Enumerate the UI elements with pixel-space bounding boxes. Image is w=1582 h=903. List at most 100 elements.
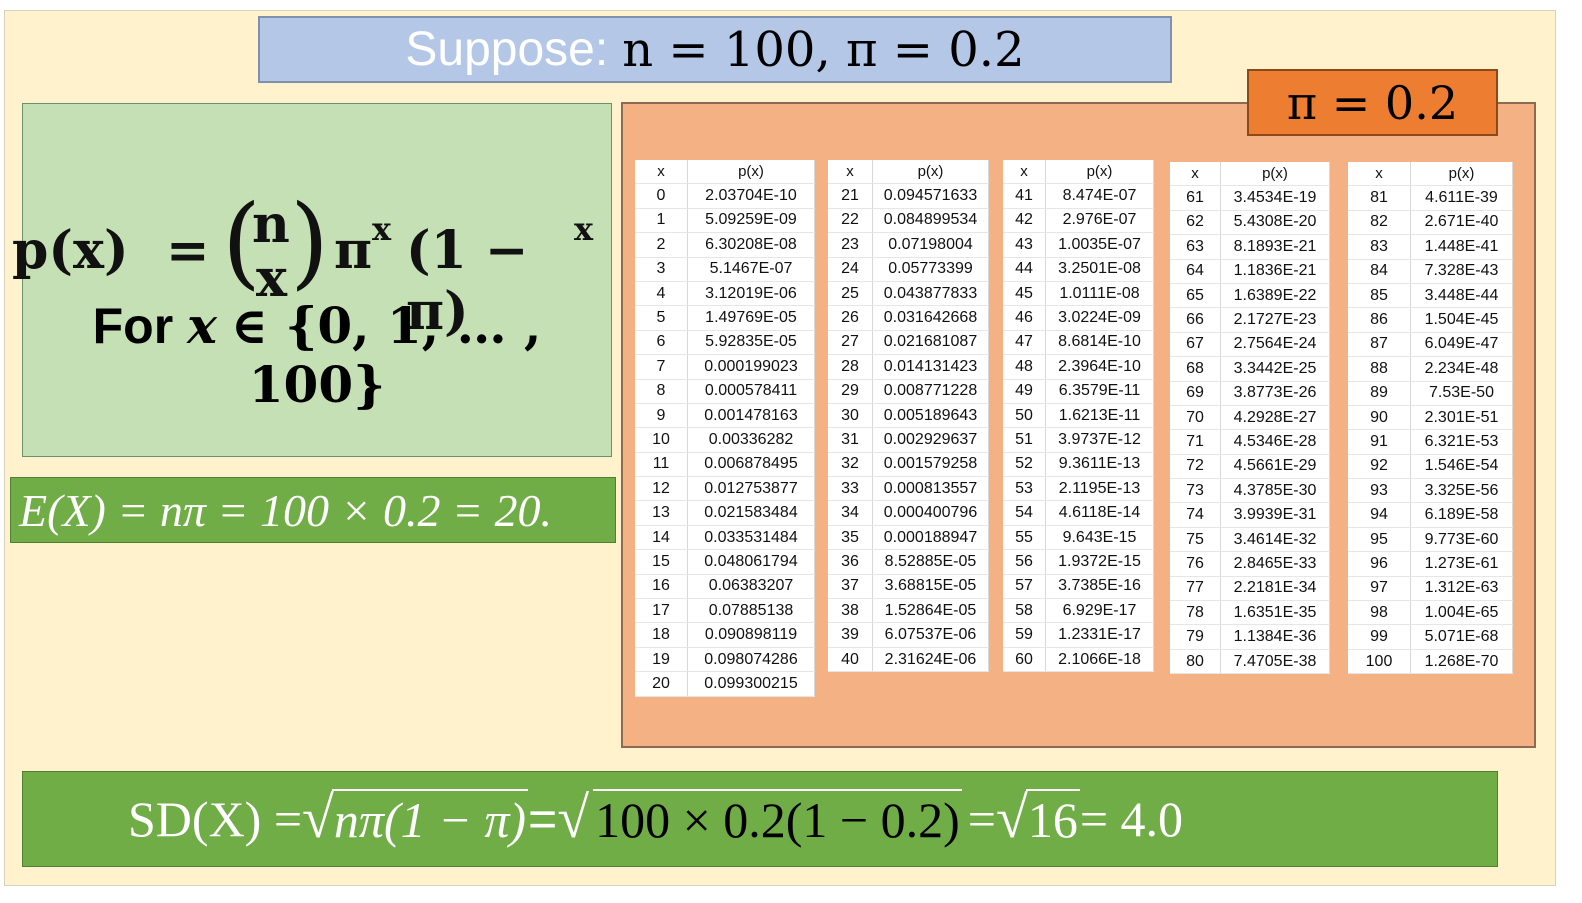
pmf-equals: = — [166, 220, 210, 281]
cell-x: 10 — [635, 427, 688, 453]
cell-probability: 9.643E-15 — [1045, 525, 1154, 551]
cell-probability: 1.9372E-15 — [1045, 549, 1154, 575]
cell-probability: 5.09259E-09 — [687, 208, 815, 234]
cell-x: 7 — [635, 354, 688, 380]
title-label: Suppose: — [405, 23, 609, 76]
sd-radicand-formula: nπ(1 − π) — [331, 789, 529, 849]
cell-probability: 4.2928E-27 — [1220, 405, 1330, 431]
cell-x: 33 — [828, 476, 873, 502]
cell-probability: 0.021681087 — [872, 330, 989, 356]
cell-x: 46 — [1003, 305, 1046, 331]
cell-x: 83 — [1348, 234, 1411, 260]
cell-x: 0 — [635, 183, 688, 209]
cell-x: 82 — [1348, 210, 1411, 236]
cell-x: 40 — [828, 647, 873, 673]
cell-probability: 6.929E-17 — [1045, 598, 1154, 624]
column-header-px: p(x) — [1410, 162, 1513, 187]
cell-x: 54 — [1003, 500, 1046, 526]
cell-x: 87 — [1348, 332, 1411, 358]
cell-probability: 3.4614E-32 — [1220, 527, 1330, 553]
cell-x: 96 — [1348, 551, 1411, 577]
cell-x: 59 — [1003, 622, 1046, 648]
cell-x: 15 — [635, 549, 688, 575]
cell-x: 8 — [635, 379, 688, 404]
cell-x: 70 — [1170, 405, 1221, 431]
expected-value-box: E(X) = nπ = 100 × 0.2 = 20. — [10, 477, 616, 543]
cell-probability: 1.6351E-35 — [1220, 600, 1330, 626]
expected-value-formula: E(X) = nπ = 100 × 0.2 = 20. — [19, 484, 553, 536]
cell-probability: 3.8773E-26 — [1220, 381, 1330, 406]
binom-top: n — [252, 194, 290, 255]
cell-x: 85 — [1348, 283, 1411, 309]
cell-probability: 0.084899534 — [872, 208, 989, 234]
cell-x: 75 — [1170, 527, 1221, 553]
cell-x: 26 — [828, 305, 873, 331]
cell-probability: 6.189E-58 — [1410, 502, 1513, 528]
binom-left-paren: ( — [222, 183, 262, 300]
cell-x: 100 — [1348, 649, 1411, 675]
cell-probability: 1.6213E-11 — [1045, 403, 1154, 429]
cell-x: 48 — [1003, 354, 1046, 380]
cell-x: 41 — [1003, 183, 1046, 209]
cell-probability: 2.03704E-10 — [687, 183, 815, 209]
sqrt-icon: √ — [302, 785, 334, 850]
cell-probability: 7.53E-50 — [1410, 381, 1513, 406]
cell-probability: 0.008771228 — [872, 379, 989, 404]
cell-x: 92 — [1348, 454, 1411, 480]
cell-probability: 1.273E-61 — [1410, 551, 1513, 577]
domain-prefix: For — [92, 298, 174, 354]
sqrt-formula: √ nπ(1 − π) — [302, 785, 529, 850]
cell-x: 63 — [1170, 234, 1221, 260]
cell-x: 9 — [635, 403, 688, 429]
cell-probability: 1.504E-45 — [1410, 307, 1513, 333]
binom-bottom: x — [256, 248, 288, 309]
cell-x: 34 — [828, 500, 873, 526]
domain-set: ∈ {0, 1, … , 100} — [230, 296, 542, 414]
cell-probability: 3.3442E-25 — [1220, 356, 1330, 382]
cell-x: 31 — [828, 427, 873, 453]
cell-x: 55 — [1003, 525, 1046, 551]
cell-probability: 2.1727E-23 — [1220, 307, 1330, 333]
standard-deviation-box: SD(X) = √ nπ(1 − π) = √ 100 × 0.2(1 − 0.… — [22, 771, 1498, 867]
cell-x: 76 — [1170, 551, 1221, 577]
cell-x: 64 — [1170, 259, 1221, 284]
